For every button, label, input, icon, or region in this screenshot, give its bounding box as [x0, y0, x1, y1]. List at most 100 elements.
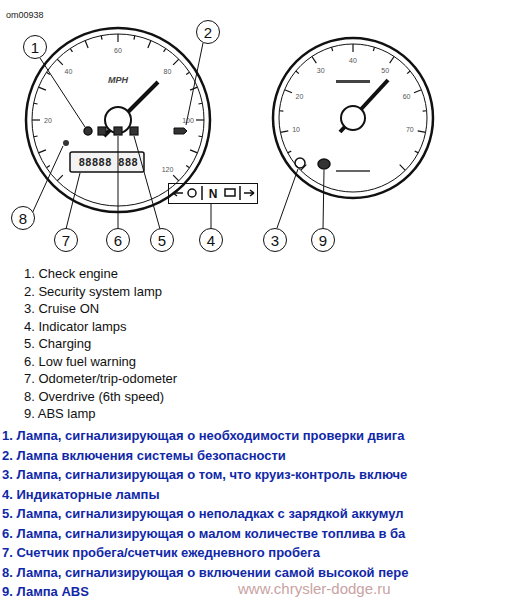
scale-tick	[415, 151, 419, 153]
scale-number: 60	[403, 92, 411, 99]
scale-tick	[198, 135, 202, 137]
trip-digits: 888	[118, 156, 138, 169]
legend-line: 5. Charging	[24, 336, 91, 351]
scale-tick	[46, 166, 49, 168]
tachometer-needle	[340, 80, 388, 132]
security-lamp	[174, 128, 187, 134]
watermark: www.chrysler-dodge.ru	[238, 580, 391, 597]
scale-tick	[39, 87, 46, 90]
callout-number: 9	[319, 232, 327, 249]
scale-number: 20	[44, 117, 52, 124]
scale-tick	[312, 56, 316, 63]
scale-number: 50	[381, 66, 389, 73]
scale-tick	[407, 71, 410, 74]
legend-line: 7. Odometer/trip-odometer	[24, 371, 177, 386]
needle-hub	[341, 106, 365, 130]
scale-tick	[101, 36, 103, 40]
callout-circle: 6	[106, 228, 130, 252]
legend-line: 1. Check engine	[24, 266, 118, 281]
scale-number: 30	[317, 66, 325, 73]
scale-number: 40	[65, 67, 73, 74]
leader-lines	[30, 43, 324, 229]
callout-circle: 7	[54, 228, 78, 252]
scale-tick	[285, 90, 292, 93]
callout-number: 5	[158, 232, 166, 249]
scale-number: 60	[114, 47, 122, 54]
scale-tick	[296, 71, 299, 74]
lamp	[130, 127, 138, 135]
scale-tick	[198, 103, 202, 105]
scale-tick	[173, 59, 179, 65]
indicator-icons	[173, 186, 254, 200]
scale-tick	[39, 150, 46, 153]
callout-circle: 1	[23, 35, 47, 59]
scale-tick	[173, 175, 179, 181]
scale-tick	[423, 110, 427, 112]
callout-number: 8	[19, 210, 27, 227]
scale-tick	[196, 119, 204, 120]
scale-tick	[414, 90, 421, 93]
scale-tick	[34, 135, 38, 137]
callout-number: 6	[114, 232, 122, 249]
callout-circle: 8	[11, 206, 35, 230]
legend-line-ru: 8. Лампа, сигнализирующая о включении са…	[2, 565, 408, 580]
unit-label: MPH	[108, 75, 128, 85]
callout-number: 2	[204, 24, 212, 41]
scale-tick	[34, 103, 38, 105]
scale-tick	[148, 41, 151, 48]
brand-plate	[336, 80, 370, 83]
scale-tick	[352, 44, 353, 52]
scale-tick	[288, 151, 292, 153]
callout-number: 1	[31, 39, 39, 56]
legend-line-ru: 6. Лампа, сигнализирующая о малом количе…	[2, 526, 405, 541]
callout-number: 7	[62, 232, 70, 249]
scale-number: 40	[349, 57, 357, 64]
scale-tick	[117, 34, 118, 42]
fuel-lamp	[114, 127, 122, 135]
scale-tick	[279, 110, 283, 112]
scale-tick	[57, 59, 63, 65]
figure-code: om00938	[6, 10, 44, 20]
callout-number: 3	[271, 232, 279, 249]
callout-circle: 5	[150, 228, 174, 252]
scale-tick	[32, 119, 40, 120]
callout-circle: 2	[196, 20, 220, 44]
scale-number: 100	[182, 117, 194, 124]
tachometer-dial	[279, 44, 427, 192]
scale-tick	[280, 131, 288, 133]
scale-tick	[85, 41, 88, 48]
scale-number: 10	[292, 126, 300, 133]
legend-line: 9. ABS lamp	[24, 406, 96, 421]
scale-tick	[332, 47, 333, 51]
odometer-digits: 88888	[78, 156, 111, 169]
legend-line-ru: 4. Индикаторные лампы	[2, 487, 160, 502]
callout-circle: 3	[263, 228, 287, 252]
gear-indicator: N	[208, 187, 219, 201]
legend-line: 6. Low fuel warning	[24, 354, 136, 369]
scale-tick	[400, 165, 406, 171]
scale-tick	[186, 166, 189, 168]
legend-line: 3. Cruise ON	[24, 301, 99, 316]
scale-number: 20	[296, 92, 304, 99]
scale-tick	[57, 175, 63, 181]
legend-line-ru: 1. Лампа, сигнализирующая о необходимост…	[2, 428, 404, 443]
check-engine-lamp	[84, 127, 92, 135]
legend-line: 8. Overdrive (6th speed)	[24, 389, 164, 404]
scale-tick	[373, 47, 374, 51]
tachometer-bezel	[273, 38, 433, 198]
callout-circle: 4	[199, 228, 223, 252]
abs-lamp	[318, 159, 330, 169]
legend-line-ru: 3. Лампа, сигнализирующая о том, что кру…	[2, 467, 407, 482]
scale-tick	[70, 48, 72, 51]
scale-tick	[190, 150, 197, 153]
scale-tick	[186, 72, 189, 74]
legend-line-ru: 7. Счетчик пробега/счетчик ежедневного п…	[2, 545, 320, 560]
legend-line-ru: 5. Лампа, сигнализирующая о неполадках с…	[2, 506, 403, 521]
scale-number: 120	[162, 166, 174, 173]
legend-line: 4. Indicator lamps	[24, 319, 127, 334]
lcd-display	[70, 152, 144, 172]
scale-tick	[133, 36, 135, 40]
overdrive-lamp	[63, 140, 69, 146]
legend-line-ru: 9. Лампа ABS	[2, 584, 89, 599]
scale-number: 70	[406, 126, 414, 133]
